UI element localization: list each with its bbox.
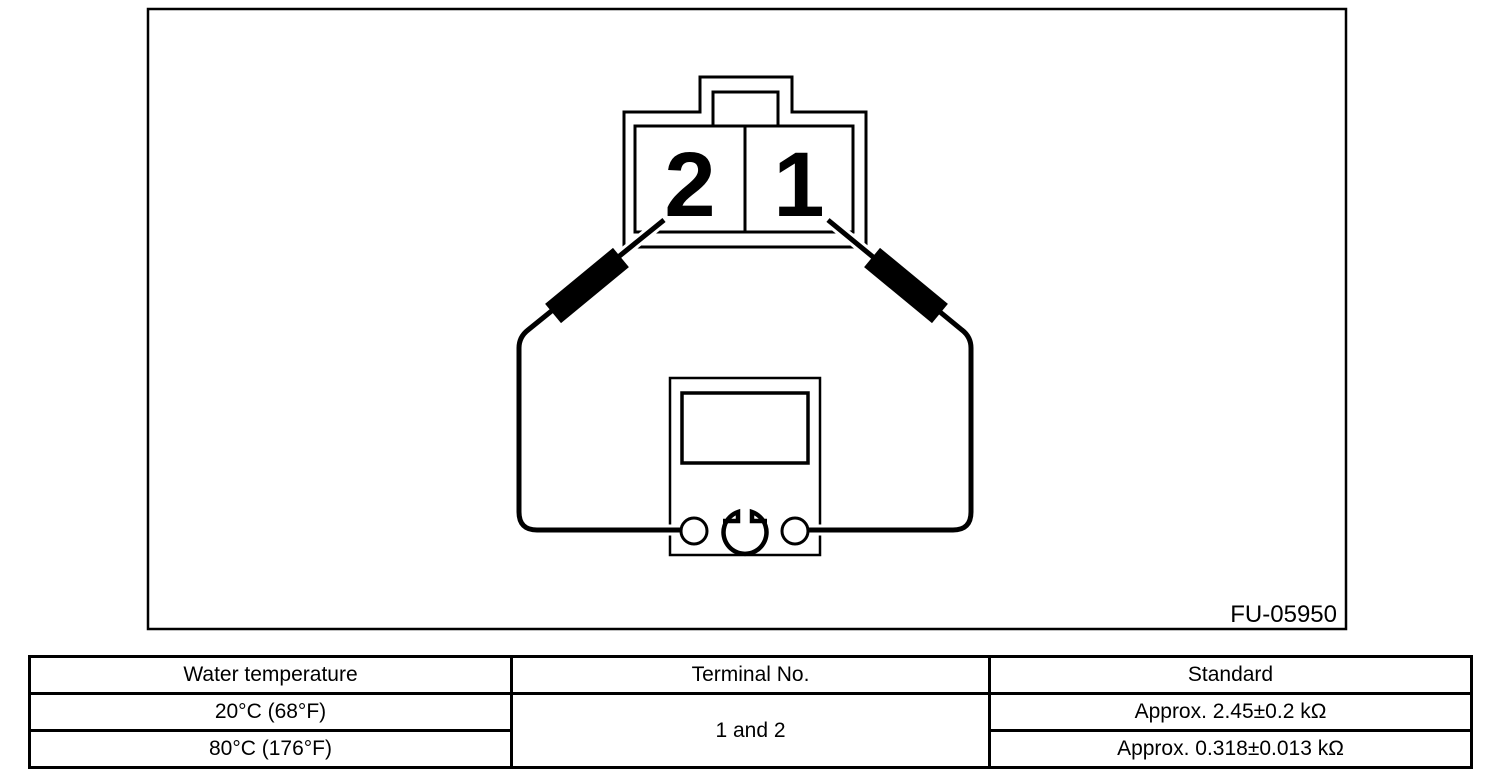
jack-left (679, 516, 709, 546)
terminal-1-label: 1 (773, 134, 824, 236)
table-row: 20°C (68°F) 1 and 2 Approx. 2.45±0.2 kΩ (28, 692, 1473, 769)
connector-lock-tab (711, 90, 780, 128)
spec-table: Water temperature Terminal No. Standard … (28, 655, 1473, 769)
probe-right (864, 247, 948, 324)
jack-right (780, 516, 810, 546)
cell-standard-80c: Approx. 0.318±0.013 kΩ (988, 729, 1473, 769)
test-lead-left (516, 218, 681, 533)
figure-panel: 2 1 FU-05950 (146, 7, 1348, 631)
cell-standard-20c: Approx. 2.45±0.2 kΩ (988, 692, 1473, 732)
terminal-2-label: 2 (664, 134, 715, 236)
cell-water-temperature-80c: 80°C (176°F) (28, 729, 513, 769)
cell-water-temperature-20c: 20°C (68°F) (28, 692, 513, 732)
figure-code: FU-05950 (1230, 601, 1337, 628)
ohm-icon (721, 508, 769, 557)
table-header-row: Water temperature Terminal No. Standard (28, 655, 1473, 695)
probe-left (545, 247, 629, 324)
connector-outer-outline (622, 75, 868, 249)
header-water-temperature: Water temperature (28, 655, 513, 695)
figure-frame (146, 7, 1348, 631)
cell-terminal-no: 1 and 2 (510, 692, 991, 769)
test-lead-right (808, 218, 974, 533)
header-terminal-no: Terminal No. (510, 655, 991, 695)
table-row: 80°C (176°F) Approx. 0.318±0.013 kΩ (28, 729, 1473, 769)
ohmmeter-display (680, 391, 810, 465)
header-standard: Standard (988, 655, 1473, 695)
